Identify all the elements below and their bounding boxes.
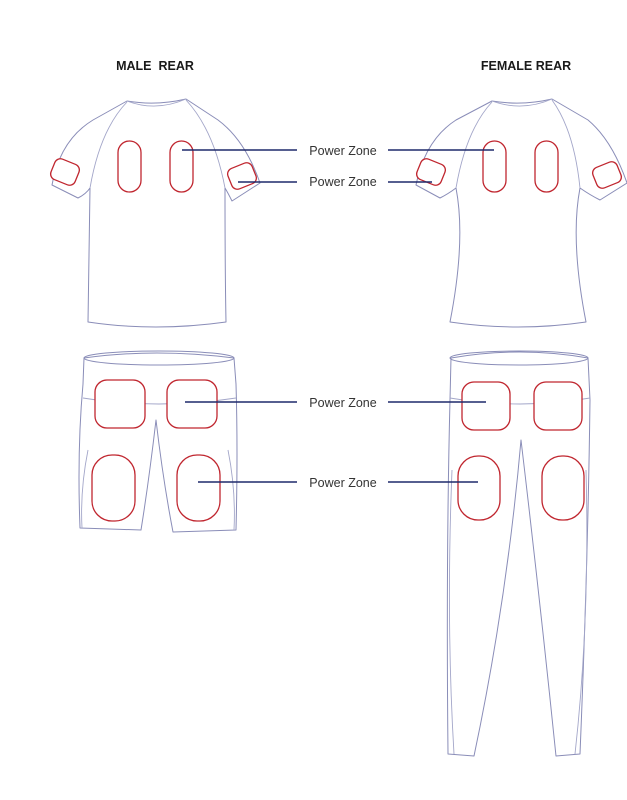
male-back-zone-left <box>117 140 142 193</box>
callout-label-back: Power Zone <box>309 144 376 158</box>
male-shirt-raglan-left <box>89 101 128 189</box>
male-shirt-collar <box>126 98 187 107</box>
female-leggings-outline <box>446 351 591 757</box>
male-shorts-waist-top <box>83 350 235 366</box>
female-hamstring-zone-right <box>541 455 585 521</box>
male-sleeve-zone-left <box>49 158 81 186</box>
male-shorts-outline <box>78 352 238 533</box>
male-back-zone-right <box>169 140 194 193</box>
callout-leaders <box>182 149 494 483</box>
male-shirt-raglan-right <box>185 99 226 189</box>
female-leggings <box>446 350 591 757</box>
female-glute-zone-left <box>461 381 511 431</box>
male-shirt-outline <box>51 98 261 328</box>
male-hamstring-zone-right <box>176 454 221 522</box>
male-shorts-side-seam-right <box>227 449 235 531</box>
female-shirt-raglan-right <box>551 99 581 189</box>
female-shirt-raglan-left <box>455 101 493 189</box>
male-rear-heading: MALE REAR <box>116 59 194 73</box>
female-sleeve-zone-right <box>591 161 623 189</box>
female-hamstring-zone-left <box>457 455 501 521</box>
male-shirt <box>49 98 261 328</box>
female-back-zone-left <box>482 140 507 193</box>
male-glute-zone-left <box>94 379 146 429</box>
female-shirt-outline <box>415 98 627 328</box>
callout-label-glute: Power Zone <box>309 396 376 410</box>
male-hamstring-zone-left <box>91 454 136 522</box>
female-leggings-side-seam-left <box>448 469 455 755</box>
female-rear-heading: FEMALE REAR <box>481 59 571 73</box>
female-leggings-side-seam-right <box>574 469 588 755</box>
male-glute-zone-right <box>166 379 218 429</box>
female-shirt-collar <box>491 98 553 107</box>
female-shirt <box>415 98 627 328</box>
callout-label-hamstring: Power Zone <box>309 476 376 490</box>
female-leggings-waist-top <box>449 350 589 366</box>
callout-label-sleeve: Power Zone <box>309 175 376 189</box>
female-glute-zone-right <box>533 381 583 431</box>
male-shorts-side-seam-left <box>81 449 89 529</box>
male-shorts <box>78 350 238 533</box>
female-back-zone-right <box>534 140 559 193</box>
